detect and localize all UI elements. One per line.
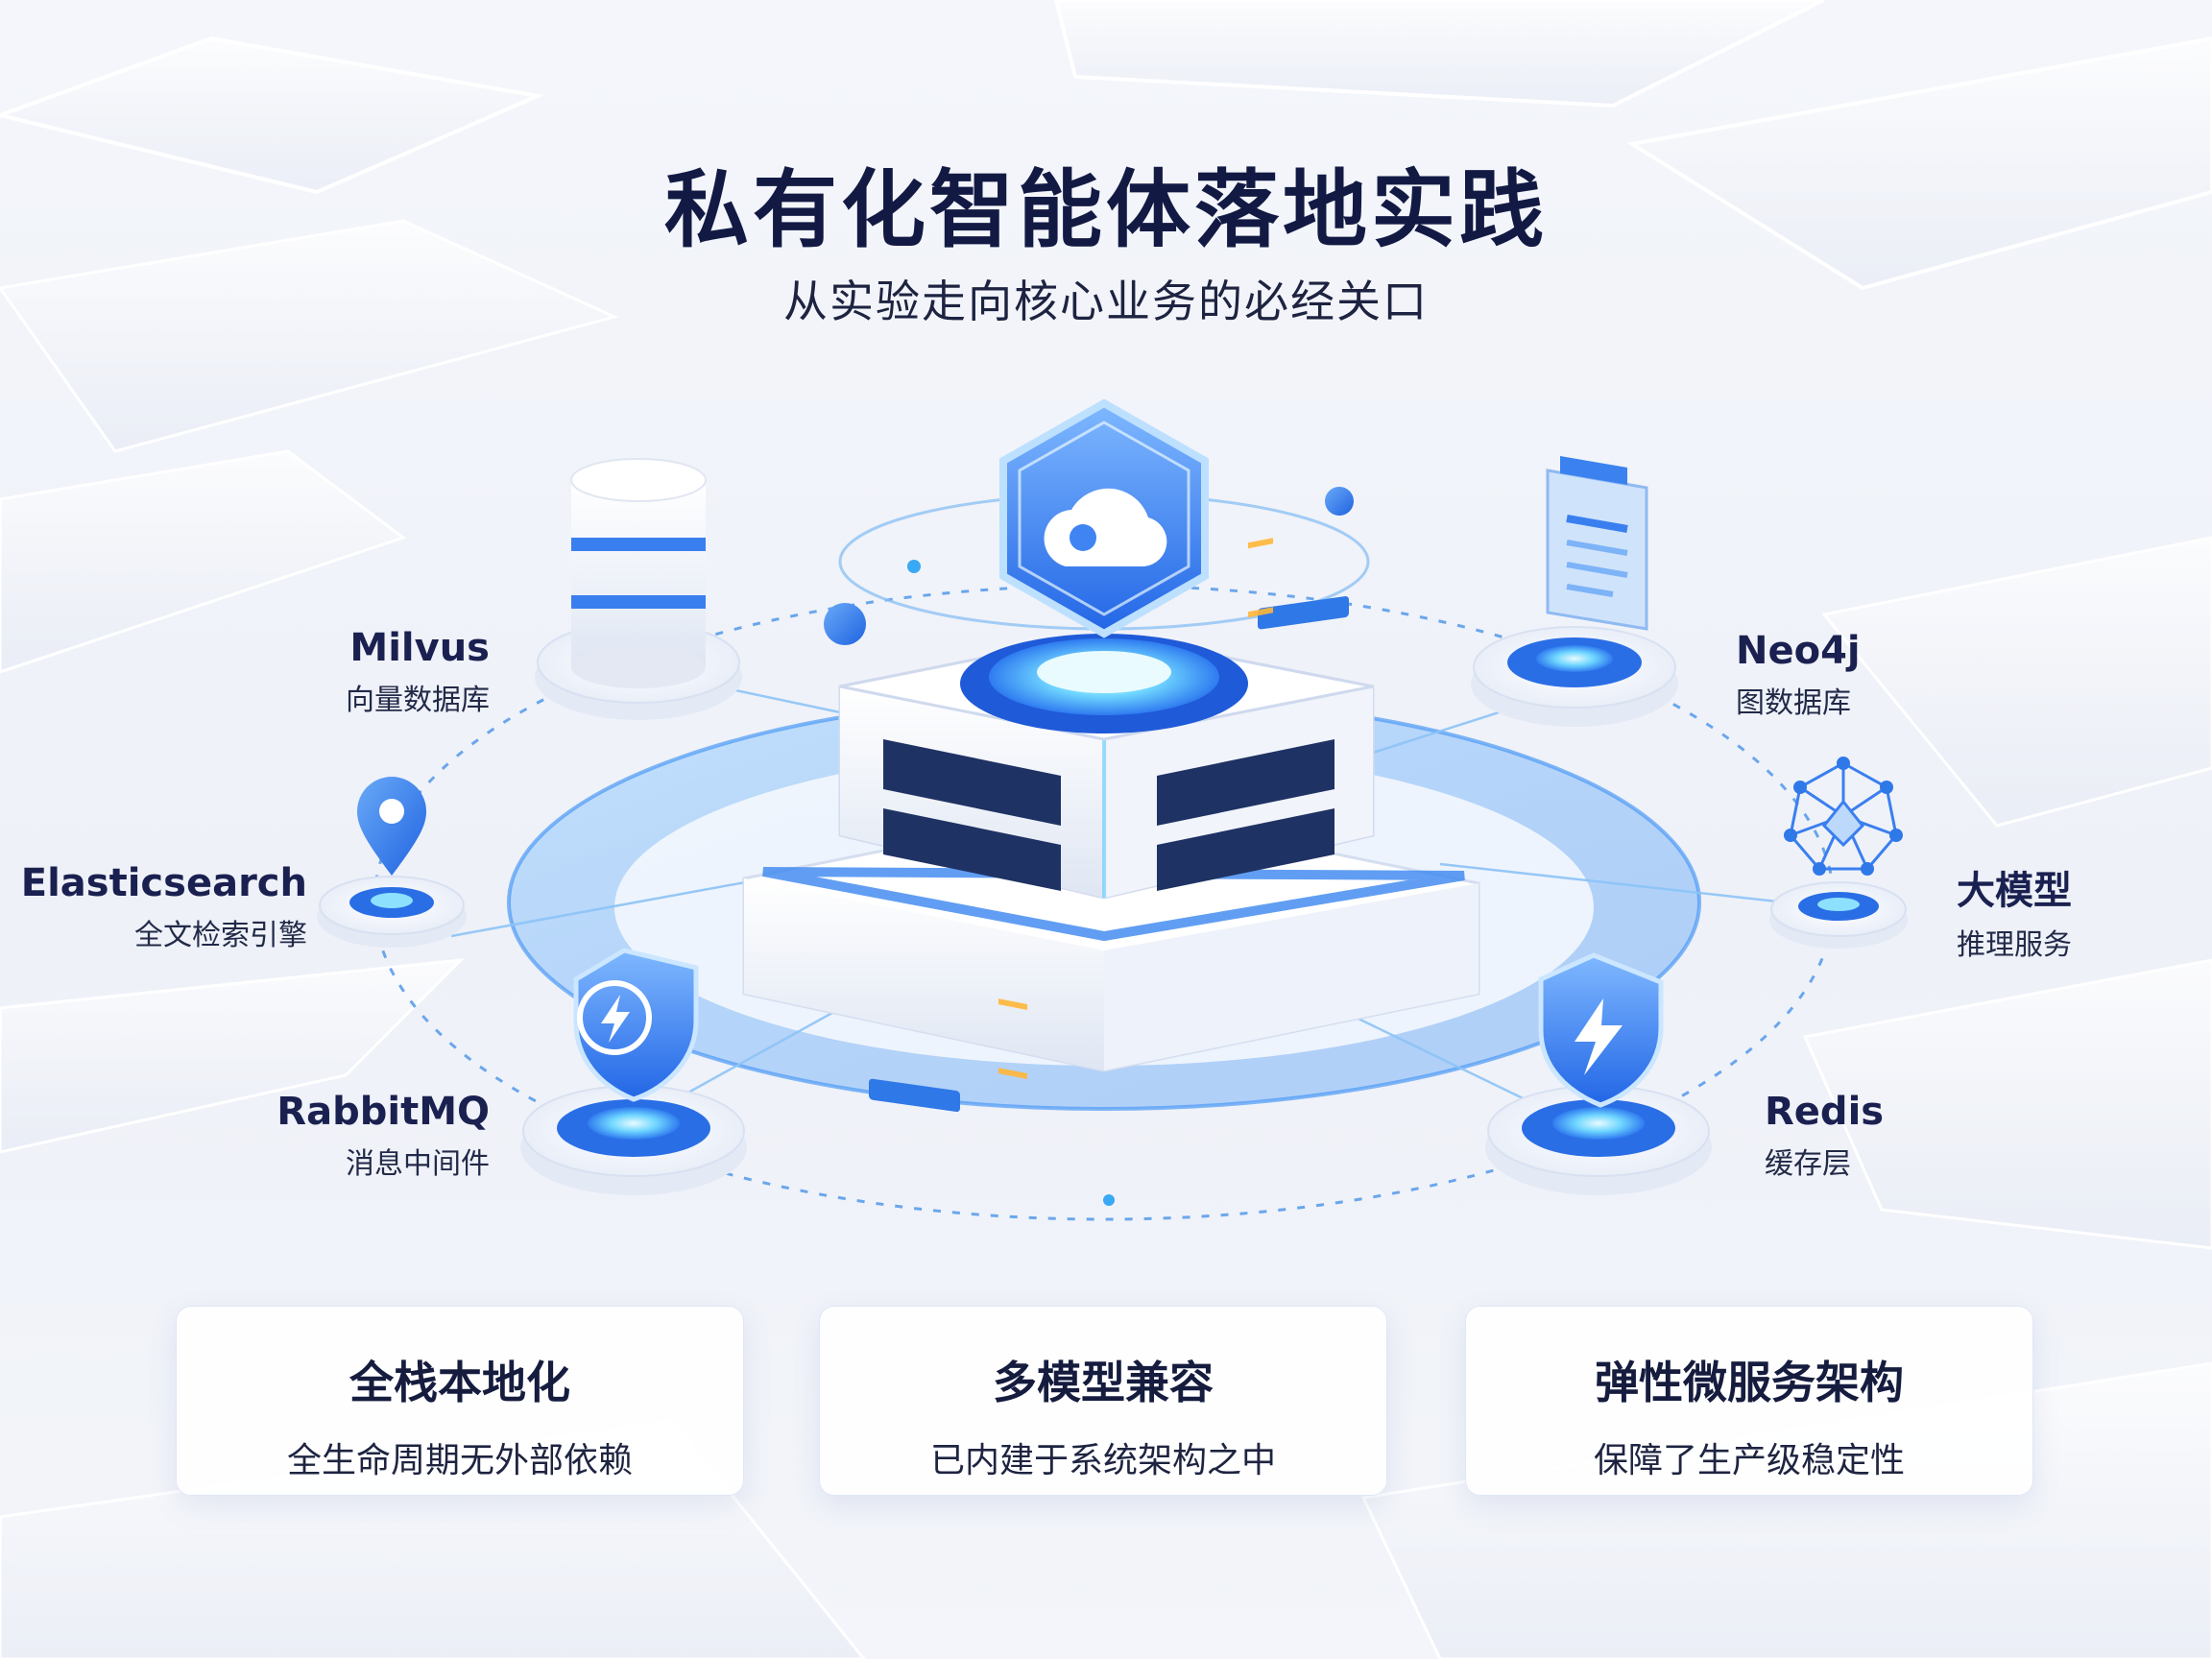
- milvus-desc: 向量数据库: [346, 684, 490, 717]
- rabbitmq-node: [520, 948, 747, 1195]
- neo4j-node: [1471, 456, 1678, 727]
- card-title: 多模型兼容: [993, 1357, 1214, 1408]
- rabbitmq-desc: 消息中间件: [346, 1147, 490, 1181]
- rabbitmq-label: RabbitMQ 消息中间件: [250, 1090, 490, 1182]
- card-desc: 保障了生产级稳定性: [1593, 1441, 1905, 1480]
- feature-card: 多模型兼容 已内建于系统架构之中: [819, 1306, 1387, 1496]
- map-pin-icon: [357, 777, 426, 876]
- cloud-shield-icon: [999, 398, 1209, 638]
- neo4j-label: Neo4j 图数据库: [1736, 629, 1947, 721]
- neo4j-name: Neo4j: [1736, 629, 1861, 673]
- redis-desc: 缓存层: [1765, 1147, 1851, 1181]
- milvus-label: Milvus 向量数据库: [288, 626, 490, 718]
- llm-name: 大模型: [1957, 869, 2072, 913]
- card-title: 全栈本地化: [349, 1357, 570, 1408]
- elasticsearch-desc: 全文检索引擎: [134, 919, 307, 952]
- rabbitmq-name: RabbitMQ: [276, 1090, 490, 1134]
- document-clipboard-icon: [1546, 456, 1648, 631]
- network-graph-icon: [1784, 757, 1903, 876]
- card-desc: 全生命周期无外部依赖: [286, 1441, 633, 1480]
- feature-card: 弹性微服务架构 保障了生产级稳定性: [1465, 1306, 2033, 1496]
- neo4j-desc: 图数据库: [1736, 686, 1851, 720]
- llm-desc: 推理服务: [1957, 928, 2072, 962]
- lightning-shield-icon: [1538, 952, 1664, 1108]
- redis-name: Redis: [1765, 1090, 1885, 1134]
- page-title: 私有化智能体落地实践: [663, 160, 1548, 259]
- milvus-name: Milvus: [349, 626, 490, 670]
- llm-label: 大模型 推理服务: [1957, 859, 2168, 963]
- milvus-node: [535, 458, 742, 720]
- elasticsearch-node: [317, 777, 467, 948]
- redis-label: Redis 缓存层: [1765, 1090, 1976, 1182]
- redis-node: [1485, 952, 1712, 1195]
- llm-node: [1769, 757, 1908, 949]
- elasticsearch-label: Elasticsearch 全文检索引擎: [19, 861, 307, 953]
- database-stack-icon: [570, 458, 707, 688]
- feature-card: 全栈本地化 全生命周期无外部依赖: [176, 1306, 744, 1496]
- orbit-dot: [1325, 487, 1354, 516]
- card-title: 弹性微服务架构: [1595, 1357, 1904, 1408]
- elasticsearch-name: Elasticsearch: [20, 861, 307, 905]
- orbit-dot: [824, 603, 866, 645]
- lightning-shield-icon: [573, 948, 699, 1102]
- central-server: [742, 538, 1480, 1113]
- card-desc: 已内建于系统架构之中: [929, 1441, 1276, 1480]
- page-subtitle: 从实验走向核心业务的必经关口: [783, 276, 1429, 327]
